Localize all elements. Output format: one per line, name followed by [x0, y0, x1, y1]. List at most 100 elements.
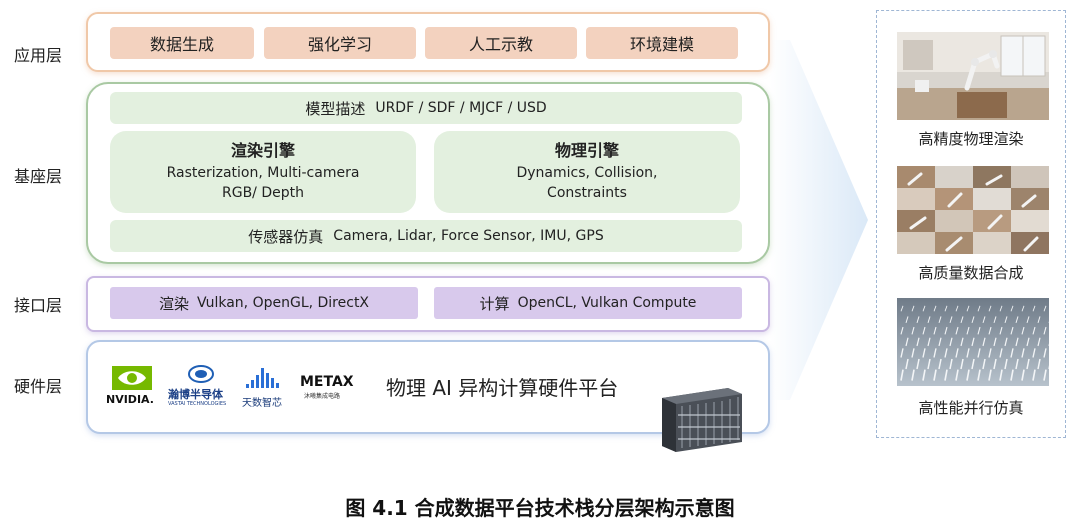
robot-figure [977, 369, 981, 381]
robot-figure [1004, 358, 1008, 370]
render-engine-line1: Rasterization, Multi-camera [166, 165, 360, 181]
robot-figure [911, 369, 915, 381]
robot-figure [905, 358, 909, 370]
app-item-data-generation: 数据生成 [110, 27, 254, 59]
robot-figure [960, 316, 964, 323]
robot-figure [1043, 305, 1047, 312]
layer-label-hardware: 硬件层 [14, 377, 63, 396]
robot-figure [911, 326, 915, 335]
robot-figure [977, 326, 981, 335]
vastai-en-name: VASTAI TECHNOLOGIES [168, 401, 227, 407]
render-engine-line2: RGB/ Depth [222, 185, 304, 201]
robot-figure [1021, 348, 1025, 358]
nvidia-eye-icon [112, 366, 152, 390]
robot-figure [922, 326, 926, 335]
physics-engine-box: 物理引擎 Dynamics, Collision, Constraints [434, 131, 740, 213]
metax-wordmark: METAX [300, 374, 354, 390]
hardware-layer-frame [86, 340, 770, 434]
showcase-caption-synthesis: 高质量数据合成 [918, 264, 1024, 282]
figure-caption: 图 4.1 合成数据平台技术栈分层架构示意图 [345, 496, 735, 520]
robot-figure [955, 348, 959, 358]
robot-figure [900, 326, 904, 335]
robot-figure [1026, 316, 1030, 323]
hardware-platform-text: 物理 AI 异构计算硬件平台 [386, 376, 619, 400]
interface-compute-box: 计算 OpenCL, Vulkan Compute [434, 287, 742, 319]
robot-figure [922, 348, 926, 358]
robot-figure [1032, 326, 1036, 335]
robot-figure [927, 337, 931, 347]
robot-figure [1010, 369, 1014, 381]
layer-label-base: 基座层 [14, 167, 63, 186]
robot-figure [966, 348, 970, 358]
robot-figure [900, 348, 904, 358]
robot-figure [911, 305, 915, 312]
robot-figure [1026, 358, 1030, 370]
robot-figure [988, 369, 992, 381]
robot-figure [949, 337, 953, 347]
robot-figure [966, 369, 970, 381]
robot-figure [966, 326, 970, 335]
robot-figure [933, 348, 937, 358]
robot-figure [933, 305, 937, 312]
robot-figure [1032, 305, 1036, 312]
robot-figure [933, 369, 937, 381]
sensor-simulation-title: 传感器仿真 [248, 227, 324, 246]
robot-arm-render-photo [897, 32, 1049, 120]
robot-figure [933, 326, 937, 335]
robot-figure [1010, 348, 1014, 358]
robot-figure [944, 369, 948, 381]
robot-figure [977, 348, 981, 358]
physics-engine-line1: Dynamics, Collision, [516, 165, 658, 181]
server-rack-icon [662, 388, 742, 452]
app-item-human-demonstration: 人工示教 [425, 27, 577, 59]
interface-render-detail: Vulkan, OpenGL, DirectX [196, 295, 370, 311]
robot-figure [900, 369, 904, 381]
robot-figure [949, 358, 953, 370]
robot-figure [916, 337, 920, 347]
robot-figure [900, 305, 904, 312]
robot-figure [949, 316, 953, 323]
projection-funnel [770, 40, 868, 400]
physics-engine-title: 物理引擎 [554, 141, 619, 160]
robot-figure [971, 358, 975, 370]
robot-figure [1015, 337, 1019, 347]
robot-figure [993, 337, 997, 347]
robot-figure [1004, 316, 1008, 323]
metax-cn-name: 沐曦集成电路 [304, 393, 341, 400]
robot-figure [944, 348, 948, 358]
render-engine-box: 渲染引擎 Rasterization, Multi-camera RGB/ De… [110, 131, 416, 213]
robot-figure [1037, 358, 1041, 370]
robot-figure [955, 326, 959, 335]
layer-label-interface: 接口层 [14, 296, 63, 315]
tianshu-name: 天数智芯 [242, 398, 282, 409]
render-engine-title: 渲染引擎 [230, 141, 295, 160]
robot-figure [938, 337, 942, 347]
robot-figure [1015, 316, 1019, 323]
robot-figure [1021, 305, 1025, 312]
tianshu-wave-icon [246, 368, 279, 388]
showcase-caption-parallel: 高性能并行仿真 [918, 399, 1024, 417]
robot-figure [927, 316, 931, 323]
robot-figure [977, 305, 981, 312]
robot-figure [905, 337, 909, 347]
robot-figure [905, 316, 909, 323]
robot-figure [1037, 316, 1041, 323]
layer-label-application: 应用层 [14, 46, 63, 65]
robot-figure [916, 316, 920, 323]
robot-figure [944, 305, 948, 312]
robot-figure [1043, 369, 1047, 381]
robot-figure [982, 358, 986, 370]
robot-figure [1015, 358, 1019, 370]
nvidia-wordmark: NVIDIA. [106, 393, 154, 406]
robot-figure [1043, 326, 1047, 335]
robot-figure [1032, 348, 1036, 358]
robot-figure [1026, 337, 1030, 347]
robot-figure [1037, 337, 1041, 347]
robot-figure [999, 305, 1003, 312]
robot-figure [955, 369, 959, 381]
robot-figure [927, 358, 931, 370]
robot-figure [982, 337, 986, 347]
model-description-title: 模型描述 [305, 99, 366, 118]
vastai-cn-name: 瀚博半导体 [168, 388, 223, 401]
robot-figure [938, 316, 942, 323]
